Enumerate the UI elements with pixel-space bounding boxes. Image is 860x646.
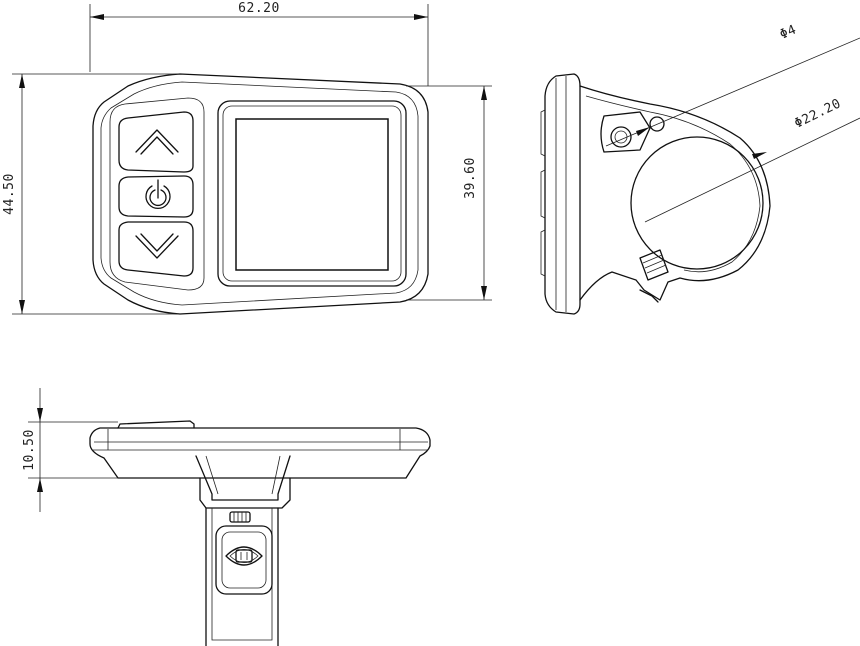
power-button[interactable] (118, 175, 194, 218)
chevron-down-icon (135, 233, 179, 259)
dim-thickness-label: 10.50 (22, 429, 37, 471)
clamp-bottom (205, 507, 279, 646)
bottom-top-ridge (117, 420, 195, 429)
power-icon (145, 179, 171, 210)
pin-hole (649, 116, 665, 132)
dimension-width: 62.20 (89, 1, 429, 86)
dimension-height-body: 39.60 (406, 85, 492, 301)
dimension-thickness: 10.50 (22, 388, 118, 512)
front-view (92, 73, 429, 315)
side-display-body (544, 73, 581, 315)
hinge-pocket (600, 111, 651, 153)
dimension-height-total: 44.50 (2, 73, 178, 315)
down-button[interactable] (118, 221, 194, 277)
bottom-view (89, 420, 431, 646)
lcd-screen (235, 118, 389, 271)
mount-neck (195, 455, 291, 501)
front-housing-outline (92, 73, 429, 315)
screw-head (225, 546, 263, 566)
dim-height-body-label: 39.60 (463, 157, 478, 199)
clamp-bore (630, 136, 764, 270)
front-housing-inner (100, 81, 419, 306)
dim-hole-diameter-label: Φ4 (778, 22, 799, 42)
hinge-hole (610, 126, 632, 148)
dim-height-total-label: 44.50 (2, 173, 17, 215)
screen-bezel (217, 100, 407, 287)
clamp-body (579, 85, 771, 301)
side-view (540, 73, 771, 315)
button-panel-outline (109, 97, 205, 291)
dim-clamp-diameter-label: Φ22.20 (792, 96, 843, 131)
dim-width-label: 62.20 (238, 1, 280, 16)
up-button[interactable] (118, 111, 194, 173)
dimension-hole-diameter: Φ4 (605, 22, 860, 147)
bottom-display-body (89, 427, 431, 479)
clamp-screw (639, 249, 669, 281)
threaded-nut (229, 511, 251, 523)
dimension-clamp-diameter: Φ22.20 (644, 96, 860, 223)
chevron-up-icon (135, 129, 179, 155)
clamp-recess (215, 525, 273, 595)
